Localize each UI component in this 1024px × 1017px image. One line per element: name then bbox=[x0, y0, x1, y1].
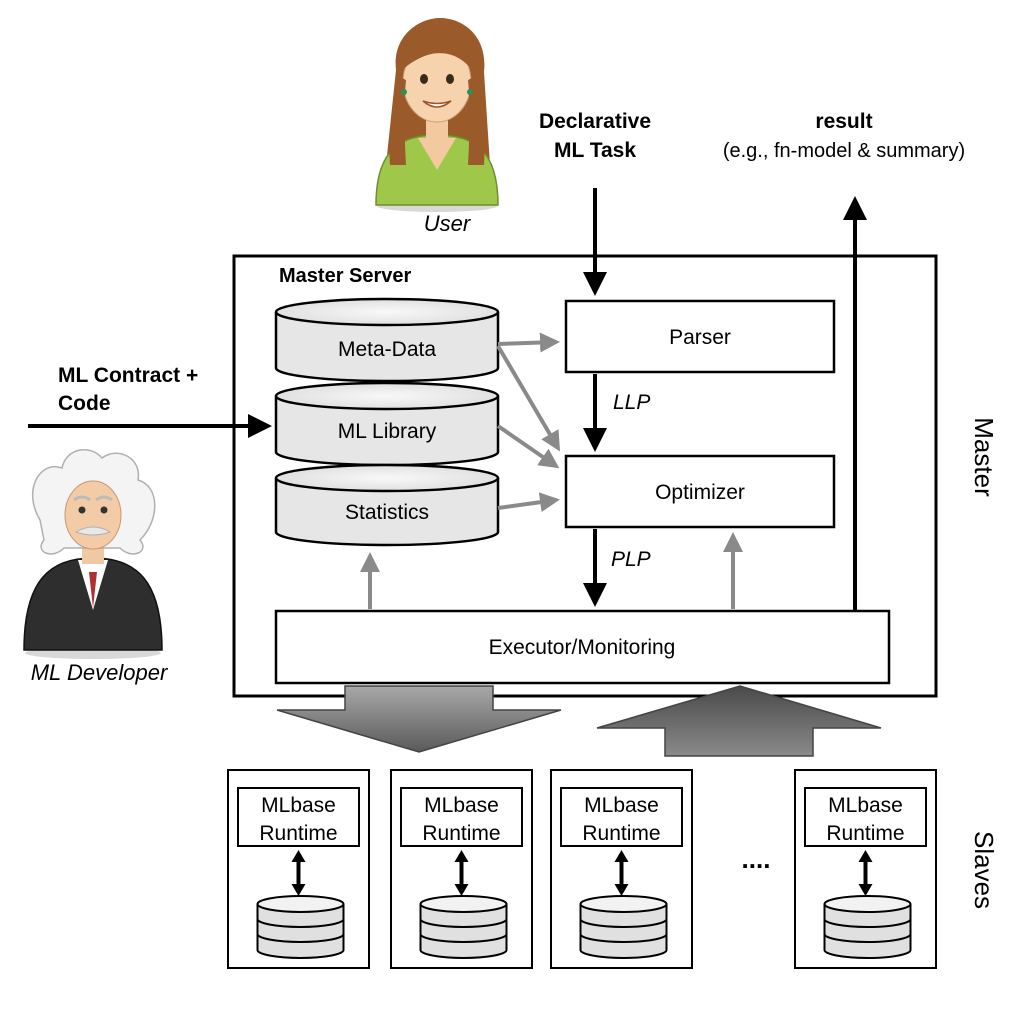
parser-label: Parser bbox=[669, 326, 731, 349]
developer-label: ML Developer bbox=[31, 660, 169, 685]
storage-disk-icon bbox=[823, 895, 912, 959]
user-label: User bbox=[424, 211, 472, 236]
storage-disk-icon bbox=[419, 895, 508, 959]
runtime-label-line2: Runtime bbox=[826, 822, 904, 845]
store-ml-library bbox=[274, 381, 500, 467]
runtime-label-line1: MLbase bbox=[261, 794, 336, 817]
gray-flow-arrows bbox=[360, 332, 743, 609]
storage-disk-icon bbox=[579, 895, 668, 959]
store-meta-data bbox=[274, 297, 500, 383]
contract-input-label-line1: ML Contract + bbox=[58, 364, 198, 387]
runtime-label-line1: MLbase bbox=[828, 794, 903, 817]
runtime-box bbox=[400, 787, 523, 847]
optimizer-box bbox=[564, 454, 836, 529]
runtime-label-line1: MLbase bbox=[584, 794, 659, 817]
store-meta-data-label: Meta-Data bbox=[338, 338, 436, 361]
runtime-box bbox=[804, 787, 927, 847]
runtime-storage-arrow bbox=[291, 850, 306, 896]
storage-disk-icon bbox=[256, 895, 345, 959]
store-ml-library-label: ML Library bbox=[338, 420, 437, 443]
master-server-title: Master Server bbox=[279, 265, 412, 287]
master-side-label: Master bbox=[969, 417, 999, 497]
slaves-ellipsis: .... bbox=[742, 844, 771, 874]
developer-avatar bbox=[23, 448, 163, 659]
runtime-label-line2: Runtime bbox=[582, 822, 660, 845]
runtime-label-line1: MLbase bbox=[424, 794, 499, 817]
runtime-box bbox=[237, 787, 360, 847]
user-avatar bbox=[375, 18, 499, 212]
slave-nodes: MLbaseRuntimeMLbaseRuntimeMLbaseRuntimeM… bbox=[227, 769, 937, 969]
runtime-storage-arrow bbox=[614, 850, 629, 896]
task-input-label-line1: Declarative bbox=[539, 110, 651, 133]
contract-input-label-line2: Code bbox=[58, 392, 111, 415]
executor-box bbox=[274, 609, 891, 685]
optimizer-label: Optimizer bbox=[655, 481, 745, 504]
dispatch-block-arrow bbox=[276, 685, 562, 753]
runtime-label-line2: Runtime bbox=[422, 822, 500, 845]
store-statistics bbox=[274, 463, 500, 547]
store-statistics-label: Statistics bbox=[345, 501, 429, 524]
result-label-line2: (e.g., fn-model & summary) bbox=[723, 140, 965, 162]
runtime-label-line2: Runtime bbox=[259, 822, 337, 845]
collect-block-arrow bbox=[596, 685, 882, 757]
runtime-box bbox=[560, 787, 683, 847]
runtime-storage-arrow bbox=[858, 850, 873, 896]
executor-label: Executor/Monitoring bbox=[489, 636, 676, 659]
runtime-storage-arrow bbox=[454, 850, 469, 896]
task-input-label-line2: ML Task bbox=[554, 139, 636, 162]
parser-box bbox=[564, 299, 836, 374]
result-label-line1: result bbox=[815, 110, 872, 133]
slaves-side-label: Slaves bbox=[969, 831, 999, 909]
plp-label: PLP bbox=[611, 548, 651, 571]
llp-label: LLP bbox=[613, 391, 650, 414]
